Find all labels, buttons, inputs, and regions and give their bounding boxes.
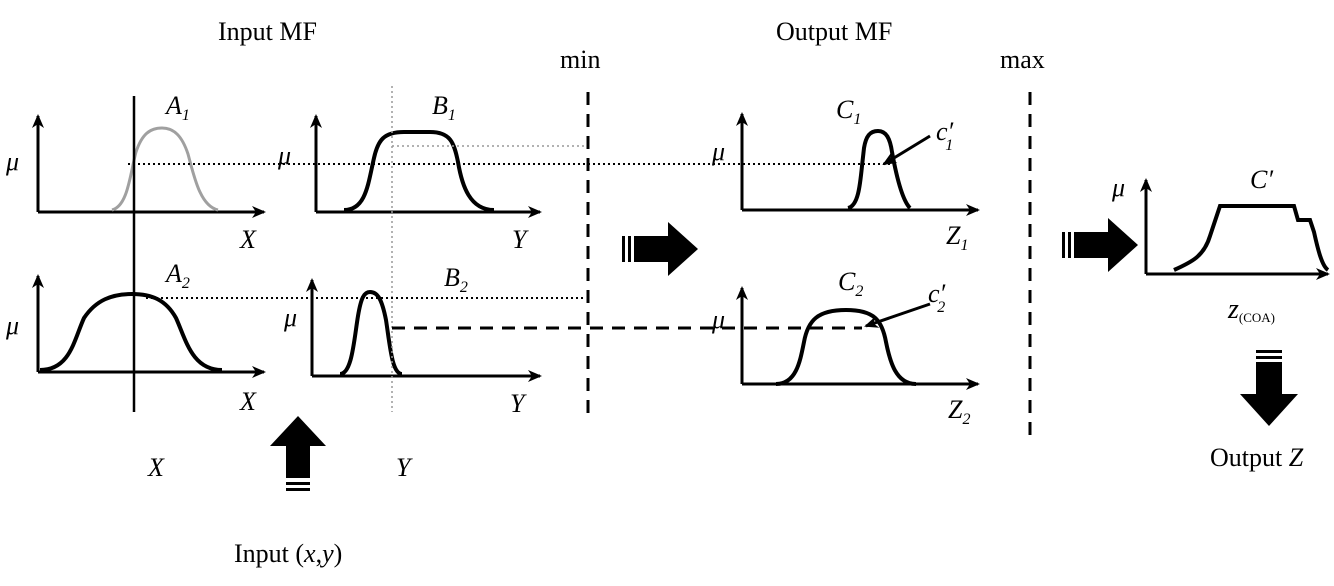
panel-aggregated-output: μ C′ z(COA) — [1111, 165, 1330, 325]
output-z-label: Output Z — [1210, 443, 1304, 472]
input-mf-heading: Input MF — [218, 17, 317, 46]
a1-membership-curve — [111, 126, 219, 212]
a1-x-label: X — [239, 225, 257, 254]
agg-membership-curve — [1173, 204, 1330, 272]
c2-prime-label: c′2 — [928, 279, 946, 316]
b2-set-label: B2 — [444, 263, 468, 296]
a1-mu-label: μ — [5, 147, 19, 176]
panel-a2: μ X A2 — [5, 259, 266, 416]
b2-y-label: Y — [510, 389, 527, 418]
a2-set-label: A2 — [164, 259, 190, 292]
a2-x-label: X — [239, 387, 257, 416]
panel-c2: μ Z2 C2 c′2 — [711, 267, 980, 428]
b1-y-label: Y — [512, 225, 529, 254]
c1-prime-label: c′1 — [936, 117, 954, 154]
c2-z-label: Z2 — [948, 395, 970, 428]
b1-set-label: B1 — [432, 91, 456, 124]
input-xy-label: Input (x,y) — [234, 539, 342, 568]
c2-membership-curve — [775, 307, 917, 386]
a2-mu-label: μ — [5, 311, 19, 340]
min-to-output-arrow — [622, 222, 698, 276]
c1-mu-label: μ — [711, 137, 725, 166]
panel-c1: μ Z1 C1 c′1 — [711, 95, 980, 254]
panel-b2: μ Y B2 — [283, 263, 542, 418]
coa-label: z(COA) — [1227, 294, 1275, 325]
output-down-arrow — [1240, 350, 1298, 426]
c1-prime-pointer — [882, 134, 931, 166]
b1-membership-curve — [343, 130, 495, 212]
c2-set-label: C2 — [838, 267, 863, 300]
c1-set-label: C1 — [836, 95, 861, 128]
panel-b1: μ Y B1 — [277, 91, 542, 254]
b2-membership-curve — [339, 289, 403, 376]
input-up-arrow — [270, 416, 326, 491]
c2-mu-label: μ — [711, 305, 725, 334]
agg-mu-label: μ — [1111, 173, 1125, 202]
output-mf-heading: Output MF — [776, 17, 892, 46]
min-heading: min — [560, 45, 600, 74]
c1-membership-curve — [847, 128, 912, 210]
agg-set-label: C′ — [1250, 165, 1273, 194]
bottom-y-label: Y — [396, 453, 413, 482]
bottom-x-label: X — [147, 453, 165, 482]
b1-mu-label: μ — [277, 141, 291, 170]
max-to-aggregate-arrow — [1062, 218, 1138, 272]
max-heading: max — [1000, 45, 1045, 74]
c1-z-label: Z1 — [946, 221, 968, 254]
b2-mu-label: μ — [283, 303, 297, 332]
panel-a1: μ X A1 — [5, 91, 266, 254]
c2-prime-pointer — [864, 302, 931, 328]
a2-membership-curve — [39, 291, 223, 372]
a1-set-label: A1 — [164, 91, 190, 124]
